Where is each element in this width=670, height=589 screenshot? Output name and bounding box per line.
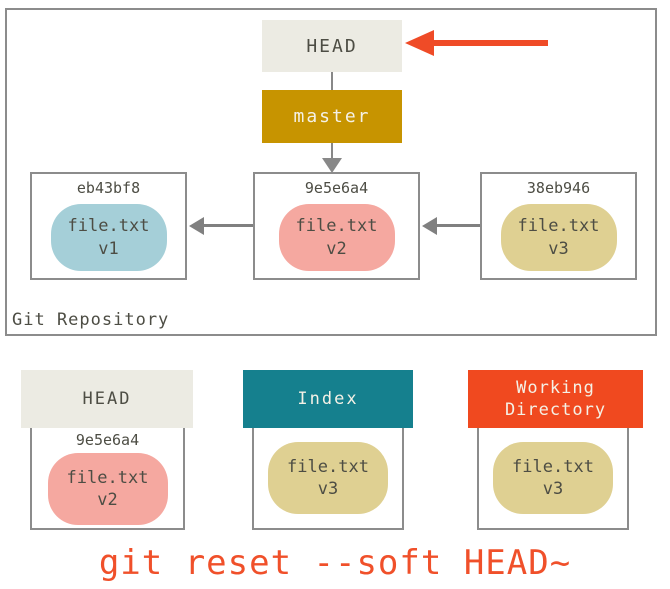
file-name: file.txt — [512, 456, 594, 477]
caption-command: git reset --soft HEAD~ — [98, 543, 572, 583]
file-version: v2 — [326, 238, 347, 259]
arrow-left-icon — [189, 217, 204, 235]
git-repository-label: Git Repository — [12, 310, 170, 330]
file-name: file.txt — [66, 467, 149, 488]
head-pointer-label: HEAD — [306, 35, 358, 57]
head-area-header: HEAD — [21, 370, 193, 428]
head-to-master-line — [331, 72, 333, 90]
file-version: v3 — [317, 479, 339, 499]
working-directory-area-header: Working Directory — [468, 370, 643, 428]
working-directory-area-title: Working Directory — [504, 377, 607, 420]
file-name: file.txt — [67, 216, 150, 237]
master-branch-label: master — [293, 106, 371, 127]
file-name: file.txt — [295, 216, 378, 237]
head-area-file-blob: file.txt v2 — [47, 453, 168, 525]
master-to-commit-line — [331, 143, 333, 159]
file-version: v3 — [542, 479, 564, 499]
arrow-left-icon — [422, 217, 437, 235]
commit-parent-line — [436, 224, 480, 227]
file-blob-v1: file.txt v1 — [50, 204, 167, 271]
index-area-title: Index — [297, 388, 359, 409]
file-name: file.txt — [287, 456, 369, 477]
commit-box-eb43bf8: eb43bf8 file.txt v1 — [30, 172, 187, 280]
commit-box-38eb946: 38eb946 file.txt v3 — [480, 172, 637, 280]
index-area-header: Index — [243, 370, 413, 428]
arrow-down-icon — [322, 158, 342, 173]
commit-parent-line — [203, 224, 253, 227]
commit-id: eb43bf8 — [76, 179, 141, 197]
head-area-commit-id: 9e5e6a4 — [75, 431, 140, 449]
commit-id: 9e5e6a4 — [304, 179, 369, 197]
file-version: v1 — [98, 238, 119, 259]
working-directory-file-blob: file.txt v3 — [493, 442, 613, 514]
commit-id: 38eb946 — [526, 179, 591, 197]
index-area-file-blob: file.txt v3 — [268, 442, 388, 514]
working-directory-area-box: file.txt v3 — [477, 428, 629, 530]
file-version: v3 — [548, 238, 569, 259]
red-arrow-line — [433, 40, 548, 46]
master-branch-box: master — [262, 90, 402, 143]
index-area-box: file.txt v3 — [252, 428, 404, 530]
red-arrow-left-icon — [405, 30, 434, 56]
file-version: v2 — [97, 490, 118, 510]
file-name: file.txt — [517, 216, 600, 237]
commit-box-9e5e6a4: 9e5e6a4 file.txt v2 — [253, 172, 420, 280]
file-blob-v2: file.txt v2 — [278, 204, 395, 271]
head-area-title: HEAD — [82, 388, 132, 409]
head-pointer-box: HEAD — [262, 20, 402, 72]
file-blob-v3: file.txt v3 — [500, 204, 617, 271]
head-area-box: 9e5e6a4 file.txt v2 — [30, 428, 185, 530]
